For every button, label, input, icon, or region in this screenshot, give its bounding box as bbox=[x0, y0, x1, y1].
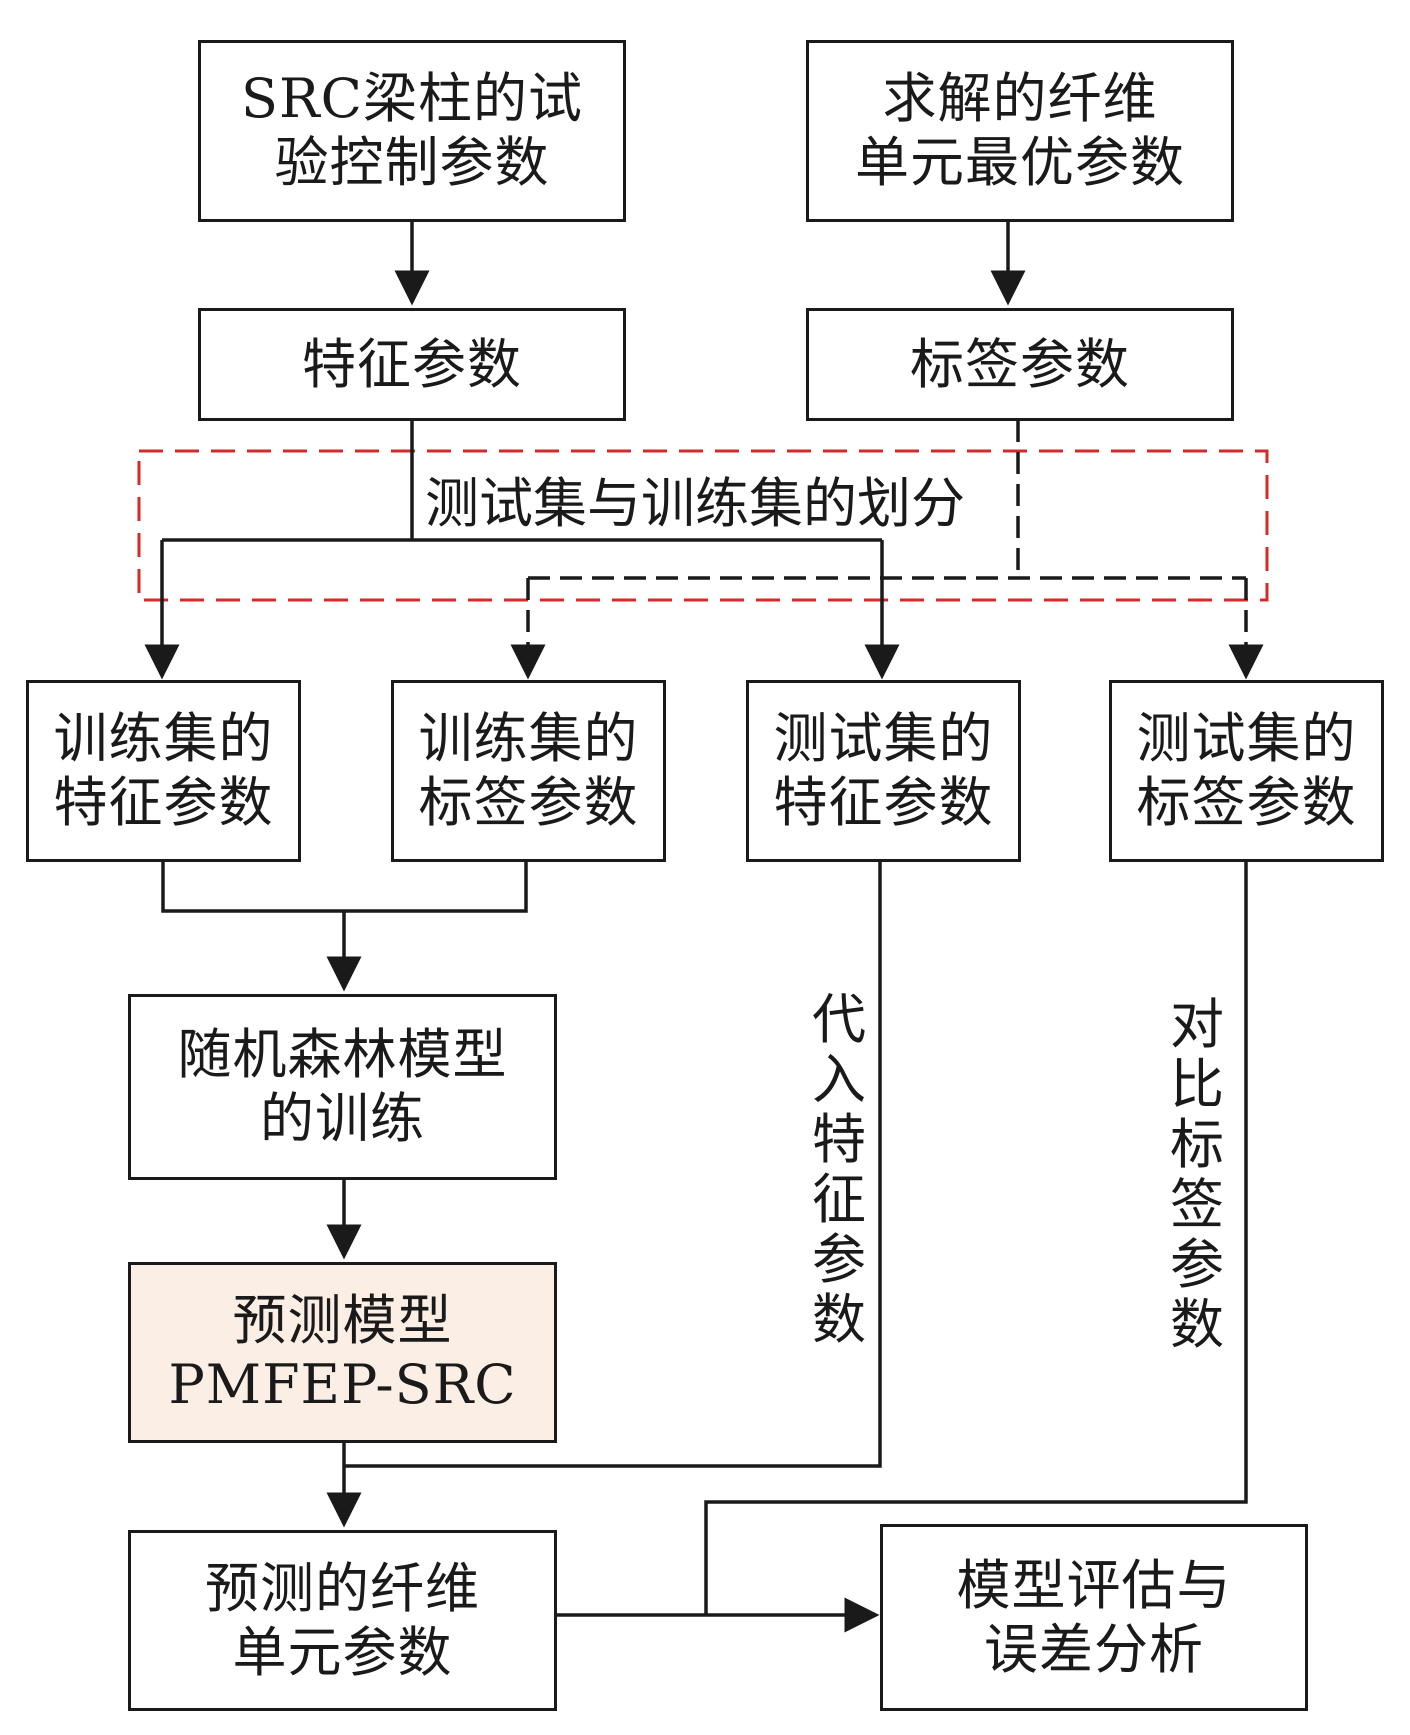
box-model-evaluation: 模型评估与 误差分析 bbox=[880, 1524, 1308, 1711]
box-evaluation-line-2: 误差分析 bbox=[984, 1617, 1204, 1681]
box-rf-training: 随机森林模型 的训练 bbox=[128, 994, 557, 1180]
box-src-control-params: SRC梁柱的试 验控制参数 bbox=[198, 40, 626, 222]
box-train-labels: 训练集的 标签参数 bbox=[391, 680, 666, 862]
line-test-features-input bbox=[344, 860, 882, 1468]
box-rf-training-line-1: 随机森林模型 bbox=[177, 1023, 508, 1086]
box-test-labels-line-2: 标签参数 bbox=[1136, 771, 1357, 834]
box-test-features-line-1: 测试集的 bbox=[773, 707, 994, 770]
box-test-labels-line-1: 测试集的 bbox=[1136, 707, 1357, 770]
box-train-labels-line-1: 训练集的 bbox=[418, 707, 639, 770]
box-optimal-line-1: 求解的纤维 bbox=[882, 67, 1158, 130]
split-region-border bbox=[137, 449, 1269, 602]
box-predicted-fiber-params: 预测的纤维 单元参数 bbox=[128, 1530, 557, 1711]
box-label-params-label: 标签参数 bbox=[910, 332, 1130, 396]
box-train-labels-line-2: 标签参数 bbox=[418, 771, 639, 834]
vertical-label-input-features: 代入特征参数 bbox=[812, 988, 866, 1351]
box-prediction-model-line-1: 预测模型 bbox=[232, 1288, 453, 1352]
box-rf-training-line-2: 的训练 bbox=[260, 1087, 425, 1150]
box-src-line-2: 验控制参数 bbox=[274, 131, 550, 194]
split-label: 测试集与训练集的划分 bbox=[425, 472, 965, 535]
box-predicted-line-1: 预测的纤维 bbox=[205, 1556, 480, 1620]
box-test-features: 测试集的 特征参数 bbox=[746, 680, 1021, 862]
box-label-params: 标签参数 bbox=[806, 308, 1234, 421]
box-optimal-line-2: 单元最优参数 bbox=[855, 131, 1185, 194]
box-prediction-model-line-2: PMFEP-SRC bbox=[168, 1352, 517, 1416]
box-test-features-line-2: 特征参数 bbox=[773, 771, 994, 834]
box-prediction-model: 预测模型 PMFEP-SRC bbox=[128, 1262, 557, 1443]
line-test-labels-compare bbox=[704, 860, 1248, 1615]
box-train-features: 训练集的 特征参数 bbox=[26, 680, 301, 862]
vertical-label-compare-labels: 对比标签参数 bbox=[1170, 993, 1224, 1356]
box-train-features-line-2: 特征参数 bbox=[53, 771, 274, 834]
box-feature-params: 特征参数 bbox=[198, 308, 626, 421]
box-predicted-line-2: 单元参数 bbox=[232, 1620, 453, 1684]
box-feature-params-label: 特征参数 bbox=[302, 332, 522, 396]
line-train-merge bbox=[161, 860, 528, 913]
box-test-labels: 测试集的 标签参数 bbox=[1109, 680, 1384, 862]
box-optimal-fiber-params: 求解的纤维 单元最优参数 bbox=[806, 40, 1234, 222]
box-evaluation-line-1: 模型评估与 bbox=[956, 1553, 1232, 1617]
box-src-line-1: SRC梁柱的试 bbox=[241, 67, 583, 130]
box-train-features-line-1: 训练集的 bbox=[53, 707, 274, 770]
